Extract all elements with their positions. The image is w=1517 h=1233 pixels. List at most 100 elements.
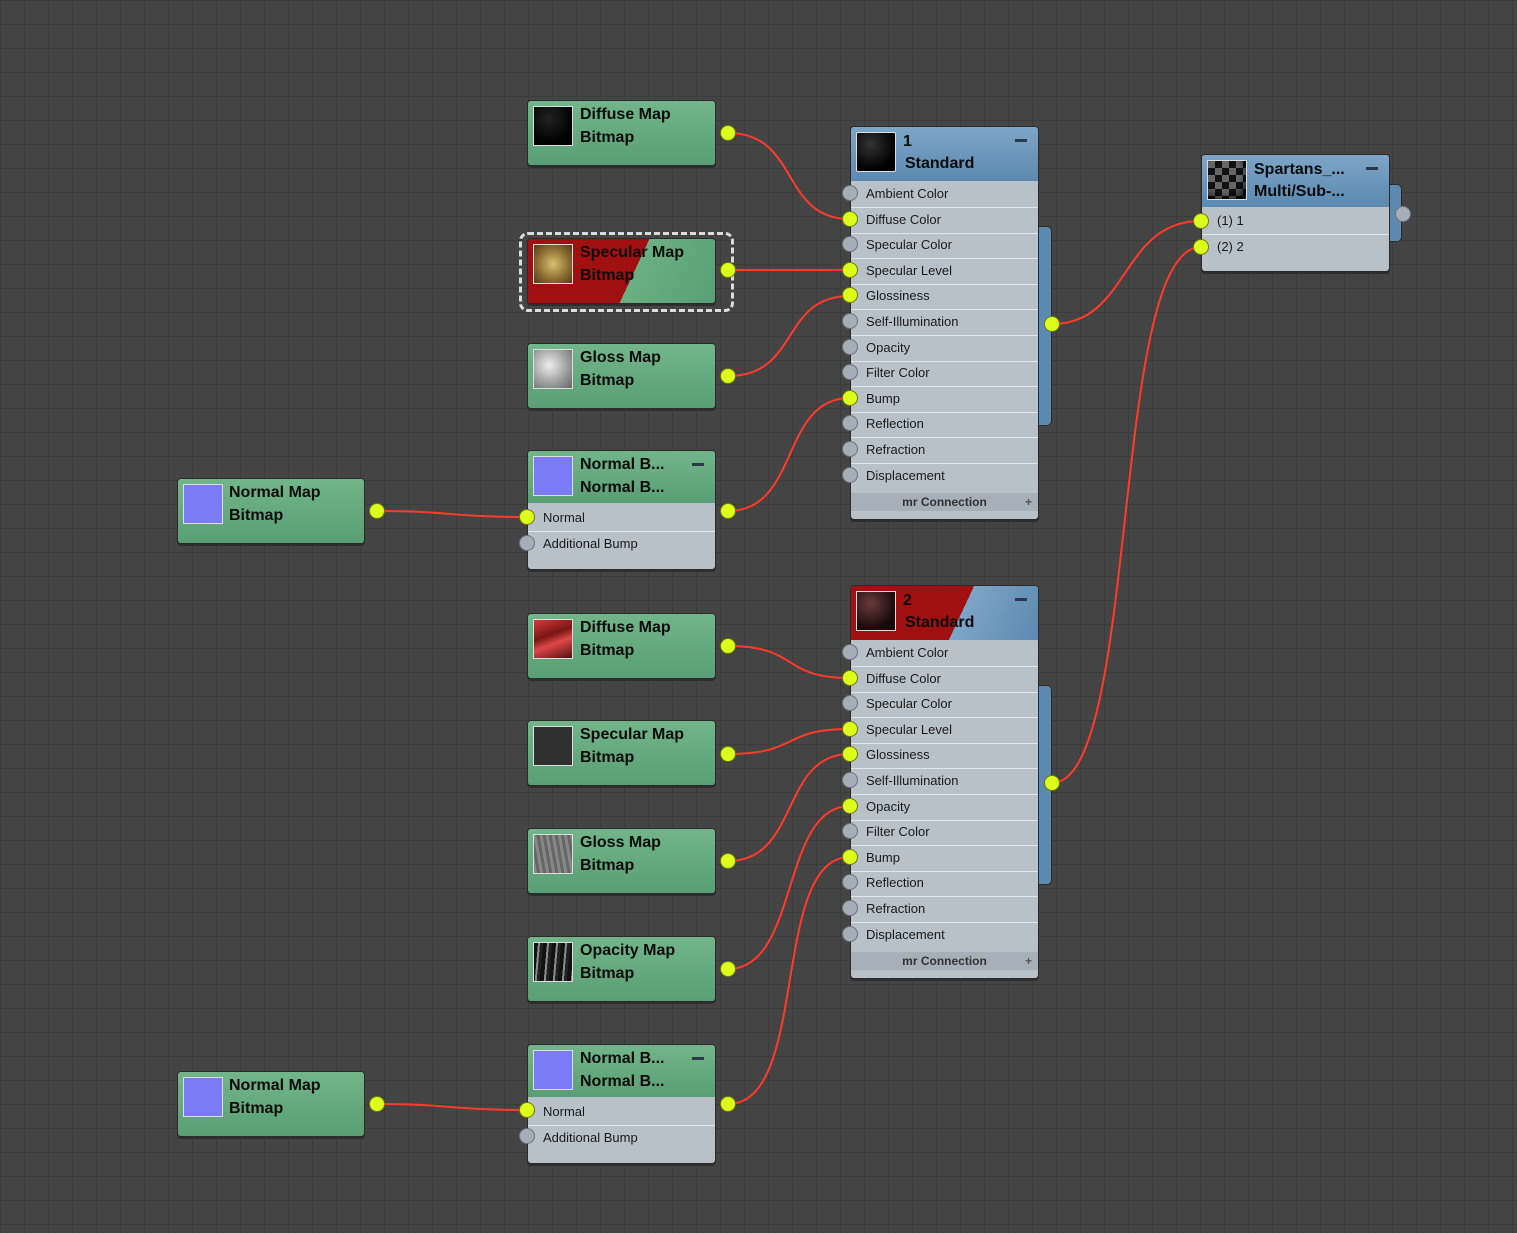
input-port[interactable] bbox=[842, 313, 858, 329]
slot-row[interactable]: (2) 2 bbox=[1202, 234, 1389, 260]
output-port[interactable] bbox=[720, 503, 736, 519]
multi-sub-material-node[interactable]: Spartans_... Multi/Sub-... (1) 1 (2) 2 bbox=[1201, 154, 1390, 272]
collapse-icon[interactable] bbox=[692, 1057, 704, 1060]
output-port[interactable] bbox=[369, 503, 385, 519]
input-port[interactable] bbox=[1193, 213, 1209, 229]
slot-row[interactable]: Ambient Color bbox=[851, 640, 1038, 667]
slot-row[interactable]: Reflection bbox=[851, 411, 1038, 439]
wire-diffuse2-to-mat2[interactable] bbox=[727, 645, 851, 679]
slot-row[interactable]: Ambient Color bbox=[851, 181, 1038, 208]
specular-map-node-1[interactable]: Specular Map Bitmap bbox=[527, 238, 716, 304]
node-header[interactable]: Diffuse Map Bitmap bbox=[528, 614, 715, 678]
slot-row[interactable]: (1) 1 bbox=[1202, 208, 1389, 235]
wire-mat1-to-multisub[interactable] bbox=[1051, 220, 1202, 325]
node-header[interactable]: Normal Map Bitmap bbox=[178, 1072, 364, 1136]
node-header[interactable]: Normal B... Normal B... bbox=[528, 451, 715, 503]
collapse-icon[interactable] bbox=[692, 463, 704, 466]
wire-gloss1-to-mat1[interactable] bbox=[727, 295, 851, 377]
slot-row[interactable]: Diffuse Color bbox=[851, 207, 1038, 234]
input-port[interactable] bbox=[842, 644, 858, 660]
input-port[interactable] bbox=[842, 236, 858, 253]
output-port[interactable] bbox=[720, 262, 736, 278]
normal-bump-node-2[interactable]: Normal B... Normal B... Normal Additiona… bbox=[527, 1044, 716, 1164]
slot-row[interactable]: Specular Color bbox=[851, 691, 1038, 719]
input-port[interactable] bbox=[842, 848, 858, 865]
input-port[interactable] bbox=[1193, 239, 1209, 255]
output-port[interactable] bbox=[1044, 316, 1060, 332]
input-port[interactable] bbox=[842, 669, 858, 686]
slot-row[interactable]: Refraction bbox=[851, 896, 1038, 923]
node-header[interactable]: Gloss Map Bitmap bbox=[528, 829, 715, 893]
node-header[interactable]: Gloss Map Bitmap bbox=[528, 344, 715, 408]
diffuse-map-node-1[interactable]: Diffuse Map Bitmap bbox=[527, 100, 716, 166]
slot-row[interactable]: Opacity bbox=[851, 335, 1038, 362]
wire-opacity2-to-mat2[interactable] bbox=[727, 805, 851, 970]
slot-row[interactable]: Additional Bump bbox=[528, 1125, 715, 1151]
slot-row[interactable]: Displacement bbox=[851, 463, 1038, 489]
diffuse-map-node-2[interactable]: Diffuse Map Bitmap bbox=[527, 613, 716, 679]
input-port[interactable] bbox=[519, 1128, 535, 1144]
slot-row[interactable]: Displacement bbox=[851, 922, 1038, 948]
slot-row[interactable]: Refraction bbox=[851, 437, 1038, 464]
slot-row[interactable]: Filter Color bbox=[851, 360, 1038, 388]
output-port[interactable] bbox=[369, 1096, 385, 1112]
slot-row[interactable]: Specular Level bbox=[851, 717, 1038, 744]
slot-row[interactable]: Specular Level bbox=[851, 258, 1038, 285]
input-port[interactable] bbox=[842, 797, 858, 814]
input-port[interactable] bbox=[842, 772, 858, 788]
input-port[interactable] bbox=[842, 338, 858, 355]
slot-row[interactable]: Filter Color bbox=[851, 819, 1038, 847]
output-port[interactable] bbox=[720, 368, 736, 384]
output-port[interactable] bbox=[720, 1096, 736, 1112]
slot-row[interactable]: Self-Illumination bbox=[851, 768, 1038, 795]
slot-row[interactable]: Normal bbox=[528, 505, 715, 532]
slot-row[interactable]: Diffuse Color bbox=[851, 666, 1038, 693]
input-port[interactable] bbox=[842, 695, 858, 712]
gloss-map-node-1[interactable]: Gloss Map Bitmap bbox=[527, 343, 716, 409]
wire-normalmap2-to-nb2[interactable] bbox=[376, 1103, 528, 1111]
input-port[interactable] bbox=[842, 210, 858, 227]
node-header[interactable]: Opacity Map Bitmap bbox=[528, 937, 715, 1001]
slot-row[interactable]: Glossiness bbox=[851, 742, 1038, 770]
mr-connection-footer[interactable]: mr Connection + bbox=[851, 952, 1038, 970]
expand-icon[interactable]: + bbox=[1024, 954, 1032, 968]
slot-row[interactable]: Specular Color bbox=[851, 232, 1038, 260]
wire-mat2-to-multisub[interactable] bbox=[1051, 246, 1202, 784]
slot-row[interactable]: Self-Illumination bbox=[851, 309, 1038, 336]
output-port[interactable] bbox=[720, 746, 736, 762]
node-header[interactable]: 2 Standard bbox=[851, 586, 1038, 640]
opacity-map-node-2[interactable]: Opacity Map Bitmap bbox=[527, 936, 716, 1002]
normal-bump-node-1[interactable]: Normal B... Normal B... Normal Additiona… bbox=[527, 450, 716, 570]
normal-map-node-1[interactable]: Normal Map Bitmap bbox=[177, 478, 365, 544]
node-header[interactable]: Specular Map Bitmap bbox=[528, 721, 715, 785]
slot-row[interactable]: Bump bbox=[851, 386, 1038, 413]
node-header[interactable]: Diffuse Map Bitmap bbox=[528, 101, 715, 165]
output-port[interactable] bbox=[720, 961, 736, 977]
input-port[interactable] bbox=[842, 185, 858, 201]
specular-map-node-2[interactable]: Specular Map Bitmap bbox=[527, 720, 716, 786]
output-port[interactable] bbox=[720, 638, 736, 654]
input-port[interactable] bbox=[842, 925, 858, 942]
output-port[interactable] bbox=[720, 853, 736, 869]
input-port[interactable] bbox=[842, 261, 858, 278]
slot-row[interactable]: Bump bbox=[851, 845, 1038, 872]
input-port[interactable] bbox=[842, 466, 858, 483]
collapse-icon[interactable] bbox=[1015, 139, 1027, 142]
collapse-icon[interactable] bbox=[1366, 167, 1378, 170]
node-header[interactable]: Specular Map Bitmap bbox=[528, 239, 715, 303]
input-port[interactable] bbox=[519, 1102, 535, 1118]
slot-row[interactable]: Opacity bbox=[851, 794, 1038, 821]
wire-normalmap1-to-nb1[interactable] bbox=[376, 510, 528, 518]
output-port[interactable] bbox=[1395, 206, 1411, 222]
gloss-map-node-2[interactable]: Gloss Map Bitmap bbox=[527, 828, 716, 894]
input-port[interactable] bbox=[842, 441, 858, 457]
normal-map-node-2[interactable]: Normal Map Bitmap bbox=[177, 1071, 365, 1137]
input-port[interactable] bbox=[842, 900, 858, 916]
wire-nb2-to-mat2[interactable] bbox=[727, 856, 851, 1105]
node-header[interactable]: Spartans_... Multi/Sub-... bbox=[1202, 155, 1389, 207]
input-port[interactable] bbox=[842, 720, 858, 737]
input-port[interactable] bbox=[842, 389, 858, 406]
input-port[interactable] bbox=[519, 535, 535, 551]
